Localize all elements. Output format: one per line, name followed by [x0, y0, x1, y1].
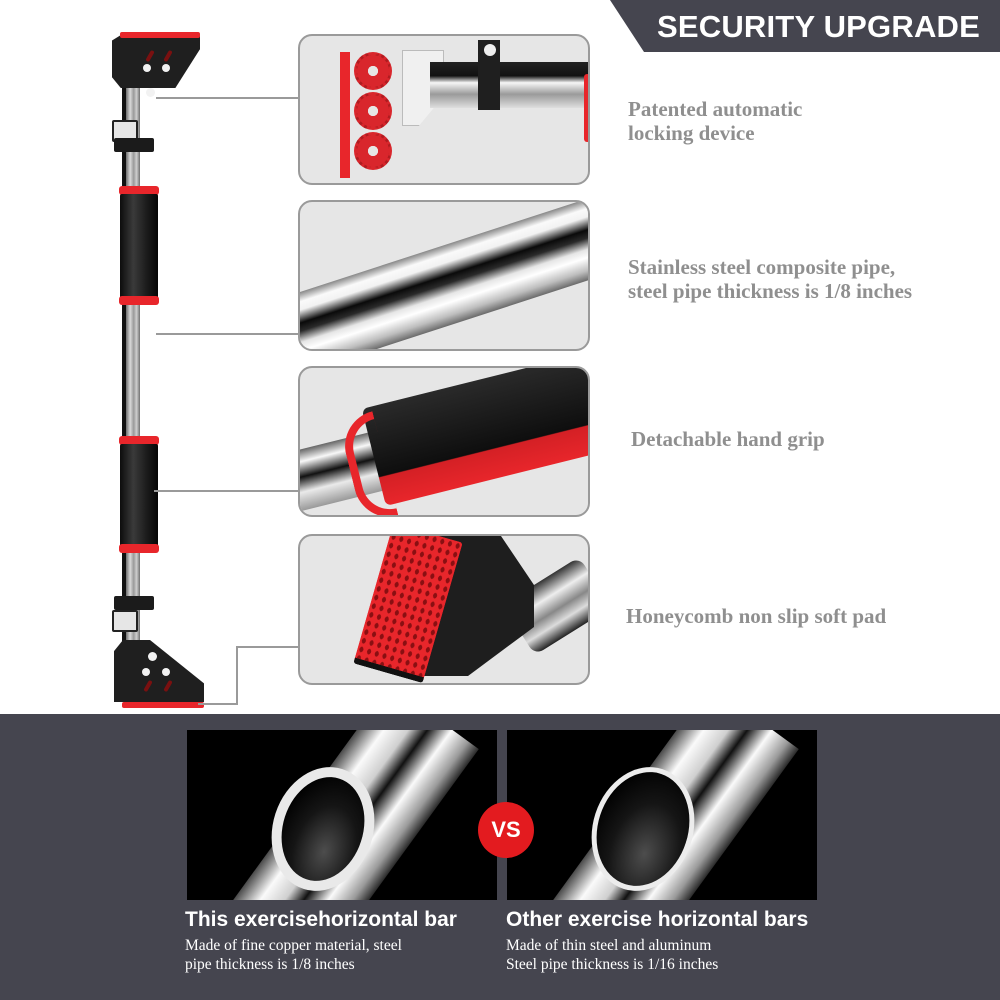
pull-up-bar-illustration	[100, 28, 220, 713]
connector-line-pad	[236, 646, 298, 648]
gear-lock-icon	[354, 132, 392, 170]
pivot-bolt-icon	[146, 88, 155, 97]
connector-line-pad	[198, 703, 238, 705]
right-compare-title: Other exercise horizontal bars	[506, 908, 809, 931]
desc-line: Steel pipe thickness is 1/16 inches	[506, 956, 719, 973]
right-compare-desc: Made of thin steel and aluminum Steel pi…	[506, 936, 718, 974]
caption-line: locking device	[628, 121, 755, 145]
desc-line: Made of fine copper material, steel	[185, 937, 402, 954]
feature-caption-locking: Patented automatic locking device	[628, 97, 802, 145]
bolt-icon	[142, 668, 150, 676]
hand-grip-icon	[361, 368, 588, 506]
feature-panel-locking	[298, 34, 590, 185]
feature-panel-pad	[298, 534, 590, 685]
pipe-clamp	[114, 596, 154, 610]
vs-badge: VS	[478, 802, 534, 858]
top-mount-pad	[120, 32, 200, 38]
feature-panel-pipe	[298, 200, 590, 351]
steel-pipe	[126, 88, 140, 648]
caption-line: Stainless steel composite pipe,	[628, 255, 896, 279]
rod-end-cap	[584, 74, 588, 142]
connector-line-lock	[156, 97, 298, 99]
lock-clip	[112, 610, 138, 632]
left-compare-title: This exercisehorizontal bar	[185, 908, 457, 931]
left-compare-desc: Made of fine copper material, steel pipe…	[185, 936, 402, 974]
gear-lock-icon	[354, 92, 392, 130]
grip-ring	[119, 296, 159, 305]
desc-line: Made of thin steel and aluminum	[506, 937, 712, 954]
feature-caption-pipe: Stainless steel composite pipe, steel pi…	[628, 255, 912, 303]
thin-pipe-image	[507, 730, 817, 900]
caption-line: steel pipe thickness is 1/8 inches	[628, 279, 913, 303]
connector-line-pad	[236, 646, 238, 704]
bottom-mount-bracket	[114, 640, 204, 702]
grip-ring	[119, 436, 159, 445]
feature-panel-grip	[298, 366, 590, 517]
header-banner: SECURITY UPGRADE	[610, 0, 1000, 52]
thick-pipe-image	[187, 730, 497, 900]
feature-caption-pad: Honeycomb non slip soft pad	[626, 604, 886, 628]
bolt-icon	[143, 64, 151, 72]
caption-line: Detachable hand grip	[631, 427, 825, 451]
feature-caption-grip: Detachable hand grip	[631, 427, 825, 451]
caption-line: Honeycomb non slip soft pad	[626, 604, 887, 628]
rod-collar	[478, 40, 500, 110]
steel-pipe-icon	[300, 202, 588, 349]
pivot-bolt-icon	[148, 652, 157, 661]
desc-line: pipe thickness is 1/8 inches	[185, 956, 355, 973]
connector-line-pipe	[156, 333, 298, 335]
screw-icon	[484, 44, 496, 56]
inner-rod	[122, 88, 127, 648]
upper-grip	[120, 194, 158, 298]
pipe-clamp	[114, 138, 154, 152]
grip-ring	[119, 186, 159, 195]
red-plate	[340, 52, 350, 178]
comparison-section: VS This exercisehorizontal bar Made of f…	[0, 714, 1000, 1000]
chrome-rod	[430, 62, 588, 142]
caption-line: Patented automatic	[628, 97, 803, 121]
grip-ring	[119, 544, 159, 553]
bottom-mount-pad	[122, 702, 204, 708]
bolt-icon	[162, 64, 170, 72]
connector-line-grip	[154, 490, 298, 492]
top-mount-bracket	[112, 34, 200, 88]
gear-lock-icon	[354, 52, 392, 90]
lower-grip	[120, 444, 158, 548]
bolt-icon	[162, 668, 170, 676]
banner-title: SECURITY UPGRADE	[656, 9, 980, 44]
